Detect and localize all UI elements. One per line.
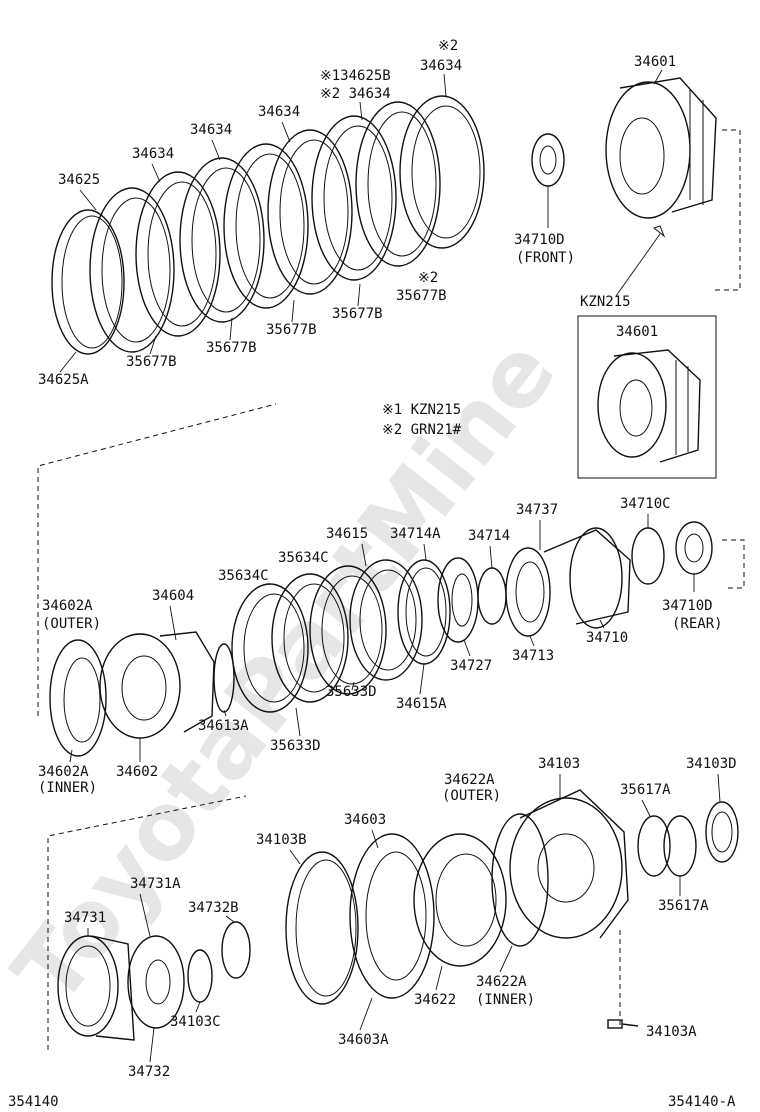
label-34710: 34710	[586, 630, 628, 646]
label-34732: 34732	[128, 1064, 170, 1080]
label-34601: 34601	[634, 54, 676, 70]
callout-dash-top	[714, 129, 741, 291]
label-outer: (OUTER)	[42, 616, 101, 632]
label-35634C-b: 35634C	[218, 568, 269, 584]
label-34601-inset: 34601	[616, 324, 658, 340]
label-34714: 34714	[468, 528, 510, 544]
label-34103D: 34103D	[686, 756, 737, 772]
label-34710D-rear: 34710D	[662, 598, 713, 614]
label-34634-n2: ※2 34634	[320, 86, 391, 102]
label-inset-title: KZN215	[580, 294, 631, 310]
label-outer2: (OUTER)	[442, 788, 501, 804]
label-34613A: 34613A	[198, 718, 249, 734]
label-34602A-inner: 34602A	[38, 764, 89, 780]
label-34103: 34103	[538, 756, 580, 772]
label-35617A-a: 35617A	[620, 782, 671, 798]
label-34622A-outer: 34622A	[444, 772, 495, 788]
label-35677B-n2: ※2	[418, 270, 438, 286]
washer-34710D-rear	[675, 521, 713, 575]
label-35677B-d: 35677B	[126, 354, 177, 370]
label-34714A: 34714A	[390, 526, 441, 542]
footer-left: 354140	[8, 1094, 59, 1110]
washer-34710C	[631, 527, 665, 585]
clutch-plate-stack-top	[51, 95, 485, 355]
label-34713: 34713	[512, 648, 554, 664]
label-note2-full: ※2 GRN21#	[382, 422, 462, 438]
label-34103A: 34103A	[646, 1024, 697, 1040]
label-front: (FRONT)	[516, 250, 575, 266]
label-34625: 34625	[58, 172, 100, 188]
carrier-34732	[127, 935, 185, 1029]
ring-34613A	[213, 643, 235, 713]
part-labels: ※2 GRN21# ※2 34634 ※134625B ※2 34634 346…	[8, 38, 737, 1110]
piston-34622	[413, 833, 507, 967]
clutch-drum-34601	[605, 77, 717, 219]
label-34731A: 34731A	[130, 876, 181, 892]
arrow-leader	[615, 233, 661, 297]
inset-box	[577, 315, 717, 479]
arrow-head	[652, 225, 666, 238]
case-34103	[509, 789, 629, 939]
label-35677B-r: 35677B	[396, 288, 447, 304]
label-34625B: ※134625B	[320, 68, 391, 84]
label-34732B: 34732B	[188, 900, 239, 916]
band-34103B	[285, 851, 359, 1005]
inset-drum-34601	[597, 349, 701, 463]
callout-dash-mid-right	[722, 539, 745, 589]
bolt-34103A	[607, 1019, 639, 1029]
label-34737: 34737	[516, 502, 558, 518]
bearing-assembly	[437, 527, 631, 643]
washer-34602A	[49, 639, 107, 757]
label-note2-mark: ※2	[438, 38, 458, 54]
label-34634-c: 34634	[132, 146, 174, 162]
label-35677B-b: 35677B	[266, 322, 317, 338]
washer-34103C	[187, 949, 213, 1003]
label-34731: 34731	[64, 910, 106, 926]
label-34622: 34622	[414, 992, 456, 1008]
label-34603: 34603	[344, 812, 386, 828]
label-34710C: 34710C	[620, 496, 671, 512]
label-inner: (INNER)	[38, 780, 97, 796]
hub-34603	[349, 833, 435, 999]
label-34634-a: 34634	[258, 104, 300, 120]
label-34634-b: 34634	[190, 122, 232, 138]
label-35633D-b: 35633D	[270, 738, 321, 754]
label-34622A-inner: 34622A	[476, 974, 527, 990]
label-34103C: 34103C	[170, 1014, 221, 1030]
label-35677B-c: 35677B	[206, 340, 257, 356]
label-34710D-front: 34710D	[514, 232, 565, 248]
seal-34622A	[491, 813, 549, 947]
label-rear: (REAR)	[672, 616, 723, 632]
clutch-plate-stack-mid	[231, 559, 451, 713]
label-34602: 34602	[116, 764, 158, 780]
label-34615: 34615	[326, 526, 368, 542]
label-34103B: 34103B	[256, 832, 307, 848]
washer-34732B	[221, 921, 251, 979]
label-35617A-b: 35617A	[658, 898, 709, 914]
label-34634-top: 34634	[420, 58, 462, 74]
footer-right: 354140-A	[668, 1094, 736, 1110]
label-34727: 34727	[450, 658, 492, 674]
label-35677B-a: 35677B	[332, 306, 383, 322]
thrust-washer-front	[531, 133, 565, 187]
washer-34103D	[705, 801, 739, 863]
seal-35617A-b	[663, 815, 697, 877]
leader-lines	[59, 69, 721, 1063]
label-34625A: 34625A	[38, 372, 89, 388]
label-34603A: 34603A	[338, 1032, 389, 1048]
label-35634C-a: 35634C	[278, 550, 329, 566]
label-35633D-a: 35633D	[326, 684, 377, 700]
label-34602A-outer: 34602A	[42, 598, 93, 614]
seal-35617A-a	[637, 815, 671, 877]
label-34615A: 34615A	[396, 696, 447, 712]
label-inner2: (INNER)	[476, 992, 535, 1008]
label-34604: 34604	[152, 588, 194, 604]
callout-dash-mid	[37, 403, 277, 716]
label-note1: ※1 KZN215	[382, 402, 461, 418]
